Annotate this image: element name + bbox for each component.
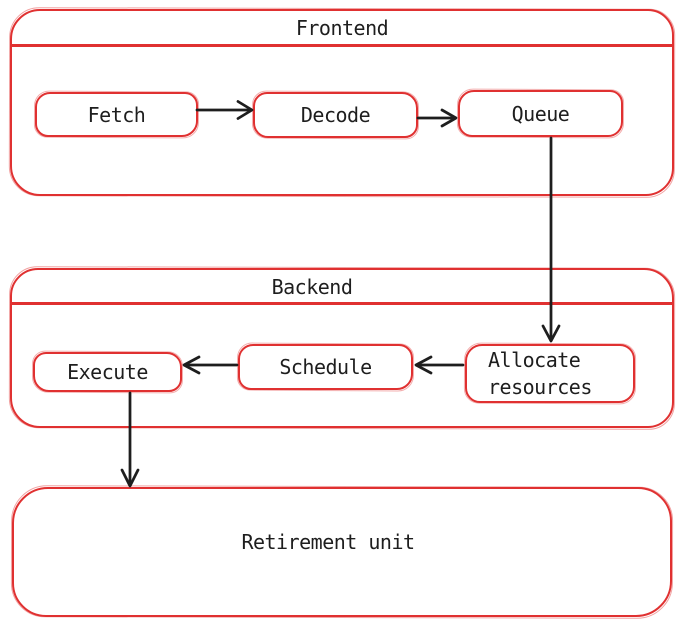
node-decode-label: Decode [300, 103, 371, 127]
backend-title-divider [10, 302, 674, 305]
retirement-unit-container: Retirement unit [12, 487, 672, 617]
node-schedule: Schedule [238, 344, 413, 390]
node-queue-label: Queue [511, 101, 570, 126]
node-schedule-label: Schedule [279, 355, 372, 379]
backend-title: Backend [271, 274, 353, 299]
retirement-unit-title: Retirement unit [241, 530, 415, 554]
frontend-title-divider [10, 44, 674, 47]
node-execute: Execute [33, 352, 182, 392]
node-allocate-resources: Allocate resources [465, 344, 635, 403]
frontend-title: Frontend [295, 15, 389, 40]
node-fetch: Fetch [35, 92, 198, 137]
node-queue: Queue [458, 90, 623, 137]
frontend-container: Frontend [10, 9, 674, 196]
backend-container: Backend [10, 268, 674, 428]
node-allocate-resources-label: Allocate resources [488, 347, 592, 399]
node-decode: Decode [253, 92, 418, 138]
node-execute-label: Execute [67, 360, 148, 384]
node-fetch-label: Fetch [87, 102, 146, 127]
